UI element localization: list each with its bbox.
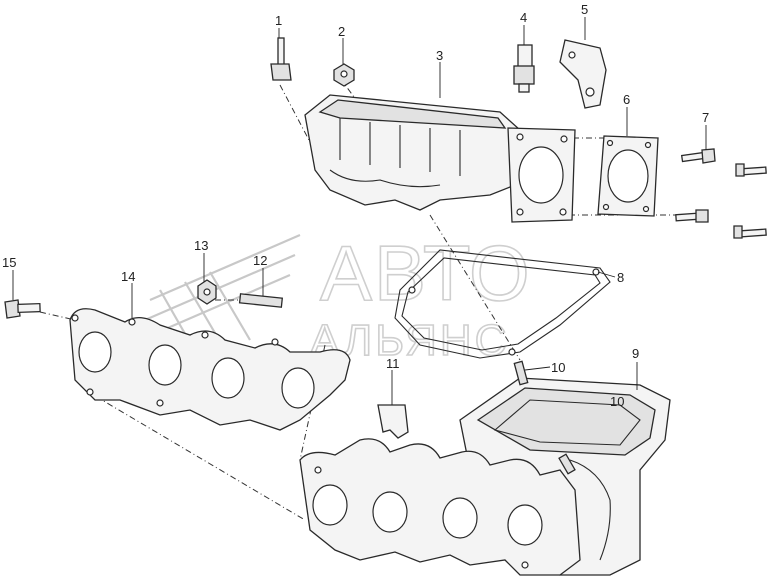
callout-5: 5 xyxy=(581,2,588,17)
part-3-manifold-cover xyxy=(304,94,576,223)
part-1-bolt xyxy=(270,37,292,81)
callout-13: 13 xyxy=(194,238,208,253)
callout-labels: 1 2 3 4 5 6 7 8 9 10 11 12 13 14 15 xyxy=(2,2,709,375)
callout-10: 10 xyxy=(551,360,565,375)
stud-on-manifold xyxy=(558,453,576,475)
callout-8: 8 xyxy=(617,270,624,285)
part-4-sensor xyxy=(513,44,535,93)
callout-11: 11 xyxy=(386,356,400,371)
part-13-nut xyxy=(197,279,217,305)
callout-2: 2 xyxy=(338,24,345,39)
part-10-stud xyxy=(513,360,529,386)
part-14-exhaust-gasket xyxy=(69,308,351,431)
leader-lines xyxy=(12,17,707,405)
callout-6: 6 xyxy=(623,92,630,107)
callout-12: 12 xyxy=(253,253,267,268)
part-11-clip xyxy=(377,404,409,439)
watermark-line-1: АВТО xyxy=(320,229,532,317)
part-5-bracket xyxy=(559,39,607,109)
watermark-logo: АВТО АЛЬЯНС xyxy=(139,228,532,366)
callout-4: 4 xyxy=(520,10,527,25)
part-2-nut xyxy=(333,63,355,87)
callout-3: 3 xyxy=(436,48,443,63)
callout-14: 14 xyxy=(121,269,135,284)
part-9-runner-flange xyxy=(299,438,581,576)
part-15-bolt xyxy=(4,299,41,319)
callout-1: 1 xyxy=(275,13,282,28)
callout-7: 7 xyxy=(702,110,709,125)
part-12-stud xyxy=(238,293,284,308)
callout-15: 15 xyxy=(2,255,16,270)
svg-text:10: 10 xyxy=(610,394,624,409)
part-6-gasket xyxy=(597,135,659,217)
callout-9: 9 xyxy=(632,346,639,361)
part-7-bolts xyxy=(675,148,767,239)
